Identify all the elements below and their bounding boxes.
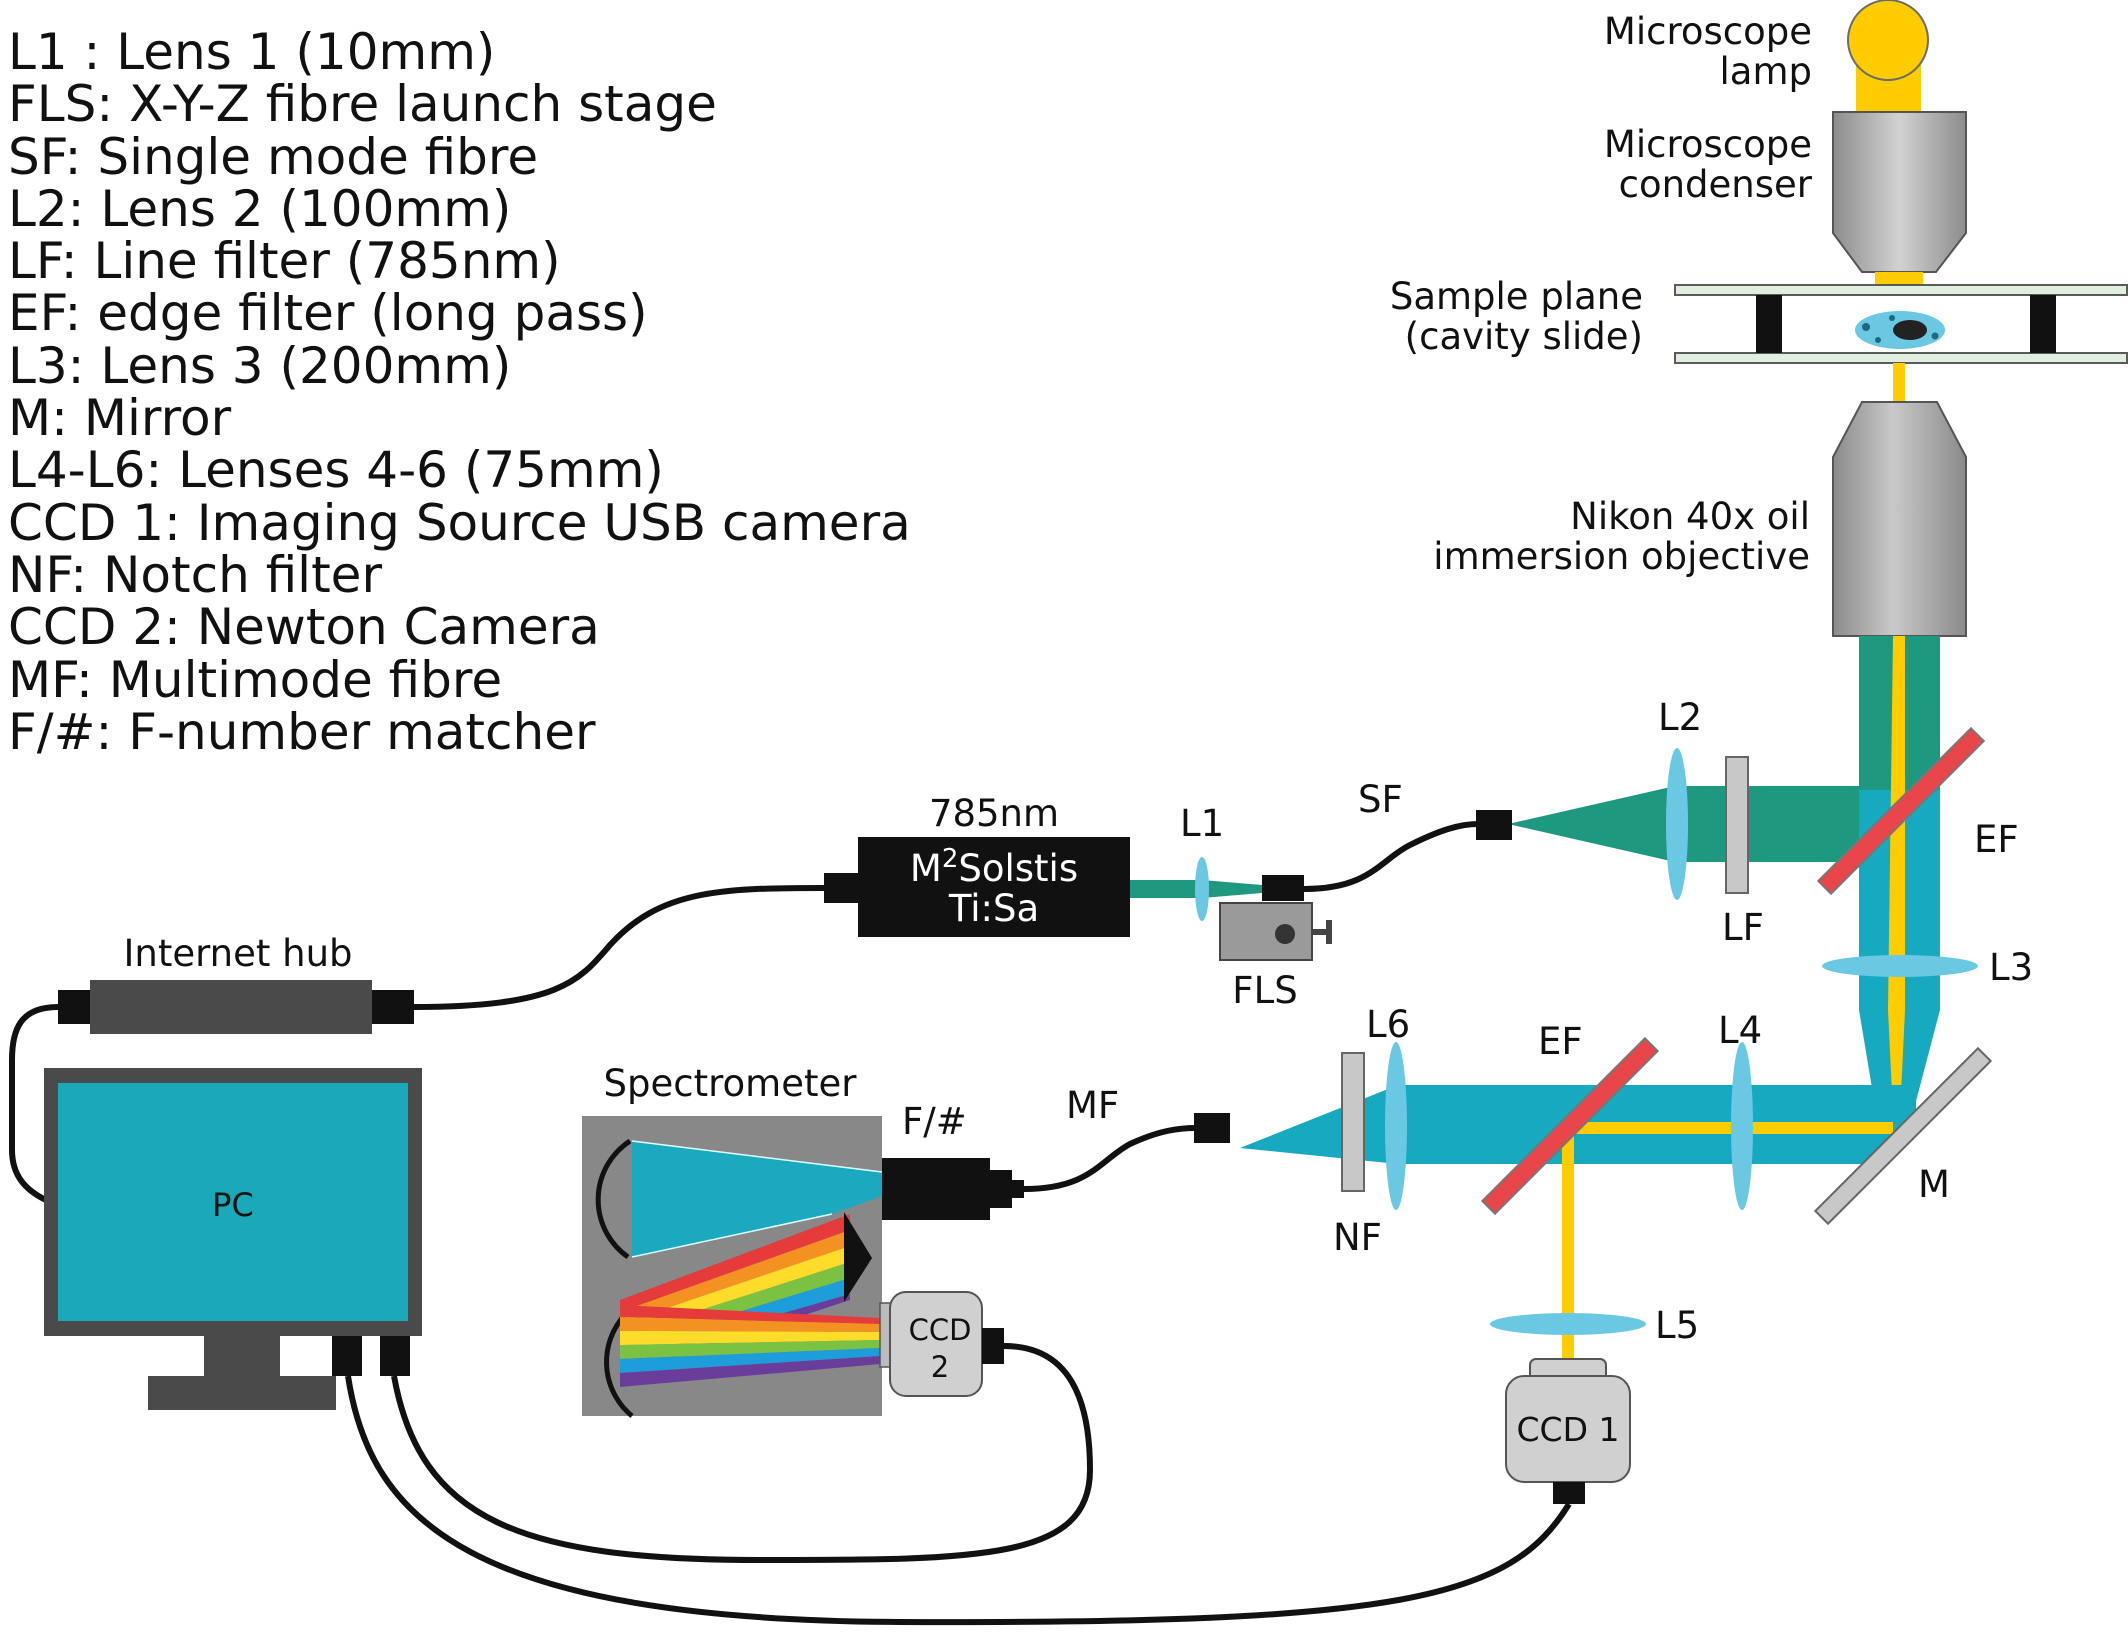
mf-label: MF bbox=[1066, 1084, 1119, 1127]
lens-l3 bbox=[1822, 955, 1978, 977]
legend-item: EF: edge filter (long pass) bbox=[8, 284, 648, 343]
lens-l2 bbox=[1666, 748, 1688, 900]
laser-name-sup: 2 bbox=[942, 844, 959, 874]
spectrometer-label: Spectrometer bbox=[604, 1062, 858, 1105]
internet-hub-label: Internet hub bbox=[123, 932, 352, 975]
sample-label-1: Sample plane bbox=[1390, 275, 1643, 318]
ccd1-camera bbox=[1505, 1358, 1631, 1504]
ccd2-camera bbox=[879, 1291, 1004, 1397]
legend-item: L2: Lens 2 (100mm) bbox=[8, 179, 512, 238]
abbreviation-legend: L1 : Lens 1 (10mm) FLS: X-Y-Z fibre laun… bbox=[8, 26, 911, 758]
laser-type: Ti:Sa bbox=[948, 887, 1039, 930]
lamp-beam-vertical bbox=[1888, 636, 1905, 1114]
legend-item: F/#: F-number matcher bbox=[8, 702, 596, 761]
internet-hub bbox=[58, 980, 414, 1034]
laser-output-beam bbox=[1130, 880, 1202, 898]
laser-wavelength: 785nm bbox=[929, 792, 1059, 835]
sample-label-2: (cavity slide) bbox=[1405, 315, 1643, 358]
legend-item: CCD 2: Newton Camera bbox=[8, 598, 600, 657]
laser-name-m: M bbox=[910, 847, 942, 890]
fls-label: FLS bbox=[1232, 969, 1297, 1012]
f-number-matcher bbox=[882, 1158, 1024, 1220]
hub-laser-cable bbox=[413, 885, 825, 1010]
legend-item: L3: Lens 3 (200mm) bbox=[8, 336, 512, 395]
laser-name-rest: Solstis bbox=[958, 847, 1078, 890]
mf-connector bbox=[1194, 1113, 1230, 1143]
objective-label-2: immersion objective bbox=[1433, 535, 1810, 578]
spectrometer bbox=[582, 1116, 883, 1418]
l6-label: L6 bbox=[1366, 1003, 1410, 1046]
legend-item: CCD 1: Imaging Source USB camera bbox=[8, 493, 911, 552]
l1-label: L1 bbox=[1180, 802, 1224, 845]
ccd1-label: CCD 1 bbox=[1517, 1410, 1620, 1449]
nf-label: NF bbox=[1333, 1216, 1382, 1259]
pc-ccd2-cable bbox=[391, 1343, 1094, 1564]
lf-label: LF bbox=[1722, 906, 1764, 949]
lens-l6 bbox=[1385, 1042, 1407, 1210]
laser-name: M2Solstis bbox=[910, 844, 1078, 890]
pc-label: PC bbox=[212, 1186, 254, 1224]
legend-item: MF: Multimode fibre bbox=[8, 650, 503, 709]
lamp-label-2: lamp bbox=[1720, 50, 1812, 93]
lamp-beam-sample bbox=[1893, 363, 1905, 403]
l2-label: L2 bbox=[1658, 696, 1702, 739]
legend-item: LF: Line filter (785nm) bbox=[8, 232, 561, 291]
mirror bbox=[1813, 1046, 1993, 1226]
lens-l5 bbox=[1490, 1313, 1646, 1335]
single-mode-fibre bbox=[1303, 821, 1479, 892]
l3-label: L3 bbox=[1989, 946, 2033, 989]
sf-connector bbox=[1476, 810, 1512, 840]
lens-l4 bbox=[1731, 1042, 1753, 1210]
legend-item: NF: Notch filter bbox=[8, 545, 382, 604]
ccd2-label-2: 2 bbox=[931, 1350, 949, 1384]
laser-box bbox=[824, 837, 1130, 937]
ef-lower-label: EF bbox=[1538, 1020, 1583, 1063]
legend-item: L4-L6: Lenses 4-6 (75mm) bbox=[8, 441, 664, 500]
pc-monitor bbox=[44, 1068, 422, 1410]
condenser-label-2: condenser bbox=[1619, 163, 1813, 206]
legend-item: SF: Single mode fibre bbox=[8, 127, 539, 186]
legend-item: FLS: X-Y-Z fibre launch stage bbox=[8, 75, 717, 134]
lamp-label-1: Microscope bbox=[1604, 10, 1812, 53]
fibre-launch-stage bbox=[1219, 875, 1332, 961]
m-label: M bbox=[1918, 1163, 1950, 1206]
hub-pc-cable bbox=[9, 1004, 59, 1203]
microscope-lamp bbox=[1847, 0, 1929, 120]
line-filter bbox=[1725, 756, 1749, 894]
legend-item: L1 : Lens 1 (10mm) bbox=[8, 23, 496, 81]
lens-l1 bbox=[1195, 857, 1209, 921]
edge-filter-upper bbox=[1816, 726, 1986, 896]
l4-label: L4 bbox=[1718, 1009, 1762, 1052]
multimode-fibre bbox=[1023, 1125, 1197, 1192]
l1-focus-beam bbox=[1202, 880, 1262, 898]
ccd2-label-1: CCD bbox=[909, 1313, 972, 1347]
ef-upper-label: EF bbox=[1974, 818, 2019, 861]
sample-cavity-slide bbox=[1674, 284, 2128, 364]
microscope-condenser bbox=[1832, 111, 1967, 288]
notch-filter bbox=[1341, 1052, 1365, 1192]
objective-label-1: Nikon 40x oil bbox=[1570, 495, 1810, 538]
fnum-label: F/# bbox=[902, 1100, 967, 1143]
lamp-beam-to-ccd1 bbox=[1562, 1134, 1574, 1359]
l5-label: L5 bbox=[1655, 1304, 1699, 1347]
objective-lens bbox=[1832, 401, 1967, 637]
legend-item: M: Mirror bbox=[8, 389, 232, 448]
condenser-label-1: Microscope bbox=[1604, 123, 1812, 166]
edge-filter-lower bbox=[1480, 1036, 1660, 1216]
sf-label: SF bbox=[1358, 778, 1403, 821]
pc-ccd1-cable bbox=[345, 1375, 1572, 1626]
